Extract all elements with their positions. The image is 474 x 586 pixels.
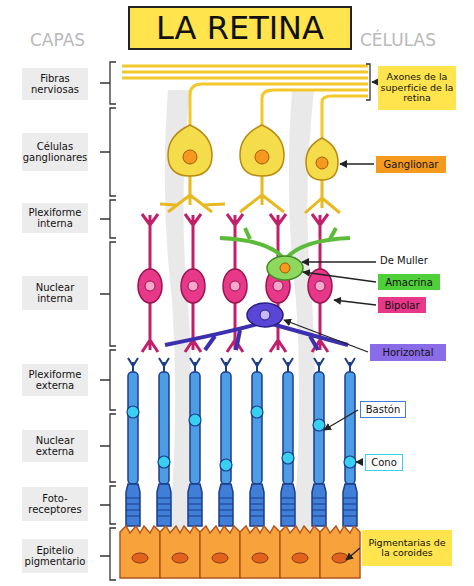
pigment-epithelium — [120, 526, 360, 578]
label-box: Foto- receptores — [22, 487, 88, 521]
label-text: Pigmentarias de la coroides — [364, 538, 450, 559]
ganglion-cells — [160, 125, 340, 213]
label-box: Nuclear externa — [22, 430, 88, 462]
label-text: Plexiforme externa — [24, 369, 86, 391]
horizontal-cell — [165, 303, 348, 350]
label-text: Axones de la superficie de la retina — [380, 72, 454, 103]
label-text: Bipolar — [384, 300, 419, 311]
nerve-fibers — [122, 66, 368, 138]
free-label: CAPAS — [30, 30, 85, 50]
label-text: Fibras nerviosas — [24, 73, 86, 95]
label-box: Fibras nerviosas — [22, 68, 88, 100]
label-box: Amacrina — [378, 274, 440, 290]
label-box: Pigmentarias de la coroides — [362, 530, 452, 566]
leader-arrows — [284, 82, 378, 560]
label-box: Epitelio pigmentario — [22, 539, 88, 573]
label-text: Foto- receptores — [24, 493, 86, 515]
label-box: Nuclear interna — [22, 276, 88, 310]
label-box: Plexiforme externa — [22, 364, 88, 396]
label-box: Células ganglionares — [22, 133, 88, 171]
label-text: Nuclear externa — [24, 435, 86, 457]
label-text: Células ganglionares — [23, 141, 88, 163]
label-text: Epitelio pigmentario — [24, 545, 86, 567]
label-box: Axones de la superficie de la retina — [378, 66, 456, 110]
label-box: Cono — [365, 454, 403, 471]
label-text: Cono — [371, 457, 397, 468]
label-text: Horizontal — [382, 347, 433, 358]
free-label: CÉLULAS — [360, 30, 436, 50]
layer-brackets — [100, 62, 116, 580]
label-box: Horizontal — [370, 344, 446, 361]
label-text: Bastón — [366, 404, 401, 415]
fiber-bracket — [366, 64, 370, 100]
title-box: LA RETINA — [128, 6, 352, 50]
label-text: Ganglionar — [384, 159, 439, 170]
label-box: Plexiforme interna — [22, 203, 88, 233]
label-text: Amacrina — [385, 277, 433, 288]
muller-glia — [165, 90, 316, 540]
free-label: De Muller — [380, 255, 428, 266]
amacrine-cell — [220, 228, 350, 280]
photoreceptors — [126, 358, 357, 526]
label-box: Bipolar — [378, 297, 426, 313]
label-text: Nuclear interna — [24, 282, 86, 304]
label-text: Plexiforme interna — [24, 207, 86, 229]
label-box: Ganglionar — [376, 156, 446, 173]
label-box: Bastón — [360, 401, 406, 418]
